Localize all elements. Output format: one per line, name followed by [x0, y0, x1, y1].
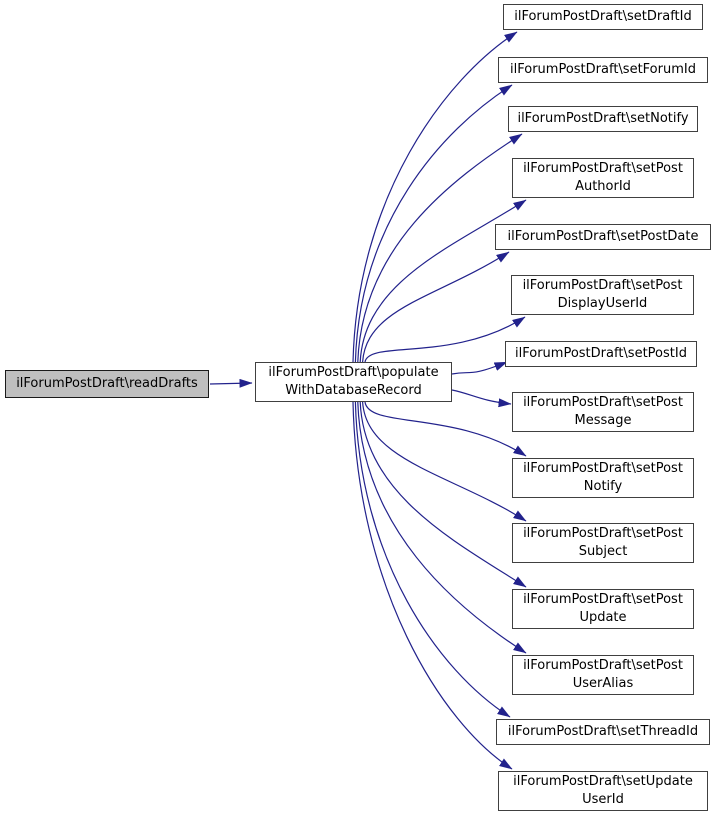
edge-readDrafts-populate [209, 378, 253, 388]
edge-populate-setPostSubject [362, 401, 527, 522]
graph-node-setNotify[interactable]: ilForumPostDraft\setNotify [508, 106, 698, 132]
graph-node-populate[interactable]: ilForumPostDraft\populate WithDatabaseRe… [255, 362, 452, 402]
graph-node-setPostSubject[interactable]: ilForumPostDraft\setPost Subject [512, 523, 694, 563]
edge-populate-setPostId [451, 361, 508, 375]
graph-node-setPostMessage[interactable]: ilForumPostDraft\setPost Message [512, 392, 694, 432]
graph-node-setPostUpdate[interactable]: ilForumPostDraft\setPost Update [512, 589, 694, 629]
graph-node-setForumId[interactable]: ilForumPostDraft\setForumId [498, 57, 708, 83]
edge-populate-setDraftId [352, 31, 518, 363]
graph-node-setPostNotify[interactable]: ilForumPostDraft\setPost Notify [512, 458, 694, 498]
edge-populate-setPostUserAlias [357, 401, 527, 654]
graph-node-setPostAuthorId[interactable]: ilForumPostDraft\setPost AuthorId [512, 158, 694, 198]
graph-node-setPostId[interactable]: ilForumPostDraft\setPostId [505, 341, 697, 367]
graph-node-setPostDate[interactable]: ilForumPostDraft\setPostDate [495, 224, 711, 250]
edge-populate-setUpdateUserId [352, 401, 513, 770]
graph-node-setUpdateUserId[interactable]: ilForumPostDraft\setUpdate UserId [498, 771, 708, 811]
edge-populate-setPostUpdate [359, 401, 527, 588]
edge-populate-setThreadId [354, 401, 511, 718]
graph-node-setPostDisplayUserId[interactable]: ilForumPostDraft\setPost DisplayUserId [511, 275, 694, 315]
graph-node-setThreadId[interactable]: ilForumPostDraft\setThreadId [496, 719, 710, 745]
edge-populate-setNotify [357, 133, 523, 363]
graph-node-setPostUserAlias[interactable]: ilForumPostDraft\setPost UserAlias [512, 655, 694, 695]
edge-populate-setPostNotify [364, 401, 527, 457]
edge-populate-setForumId [354, 84, 513, 363]
graph-node-readDrafts: ilForumPostDraft\readDrafts [5, 370, 209, 398]
edge-populate-setPostMessage [451, 389, 512, 408]
edge-populate-setPostDate [362, 251, 510, 363]
graph-node-setDraftId[interactable]: ilForumPostDraft\setDraftId [503, 4, 703, 30]
edge-populate-setPostDisplayUserId [364, 316, 526, 363]
edge-populate-setPostAuthorId [359, 199, 527, 363]
